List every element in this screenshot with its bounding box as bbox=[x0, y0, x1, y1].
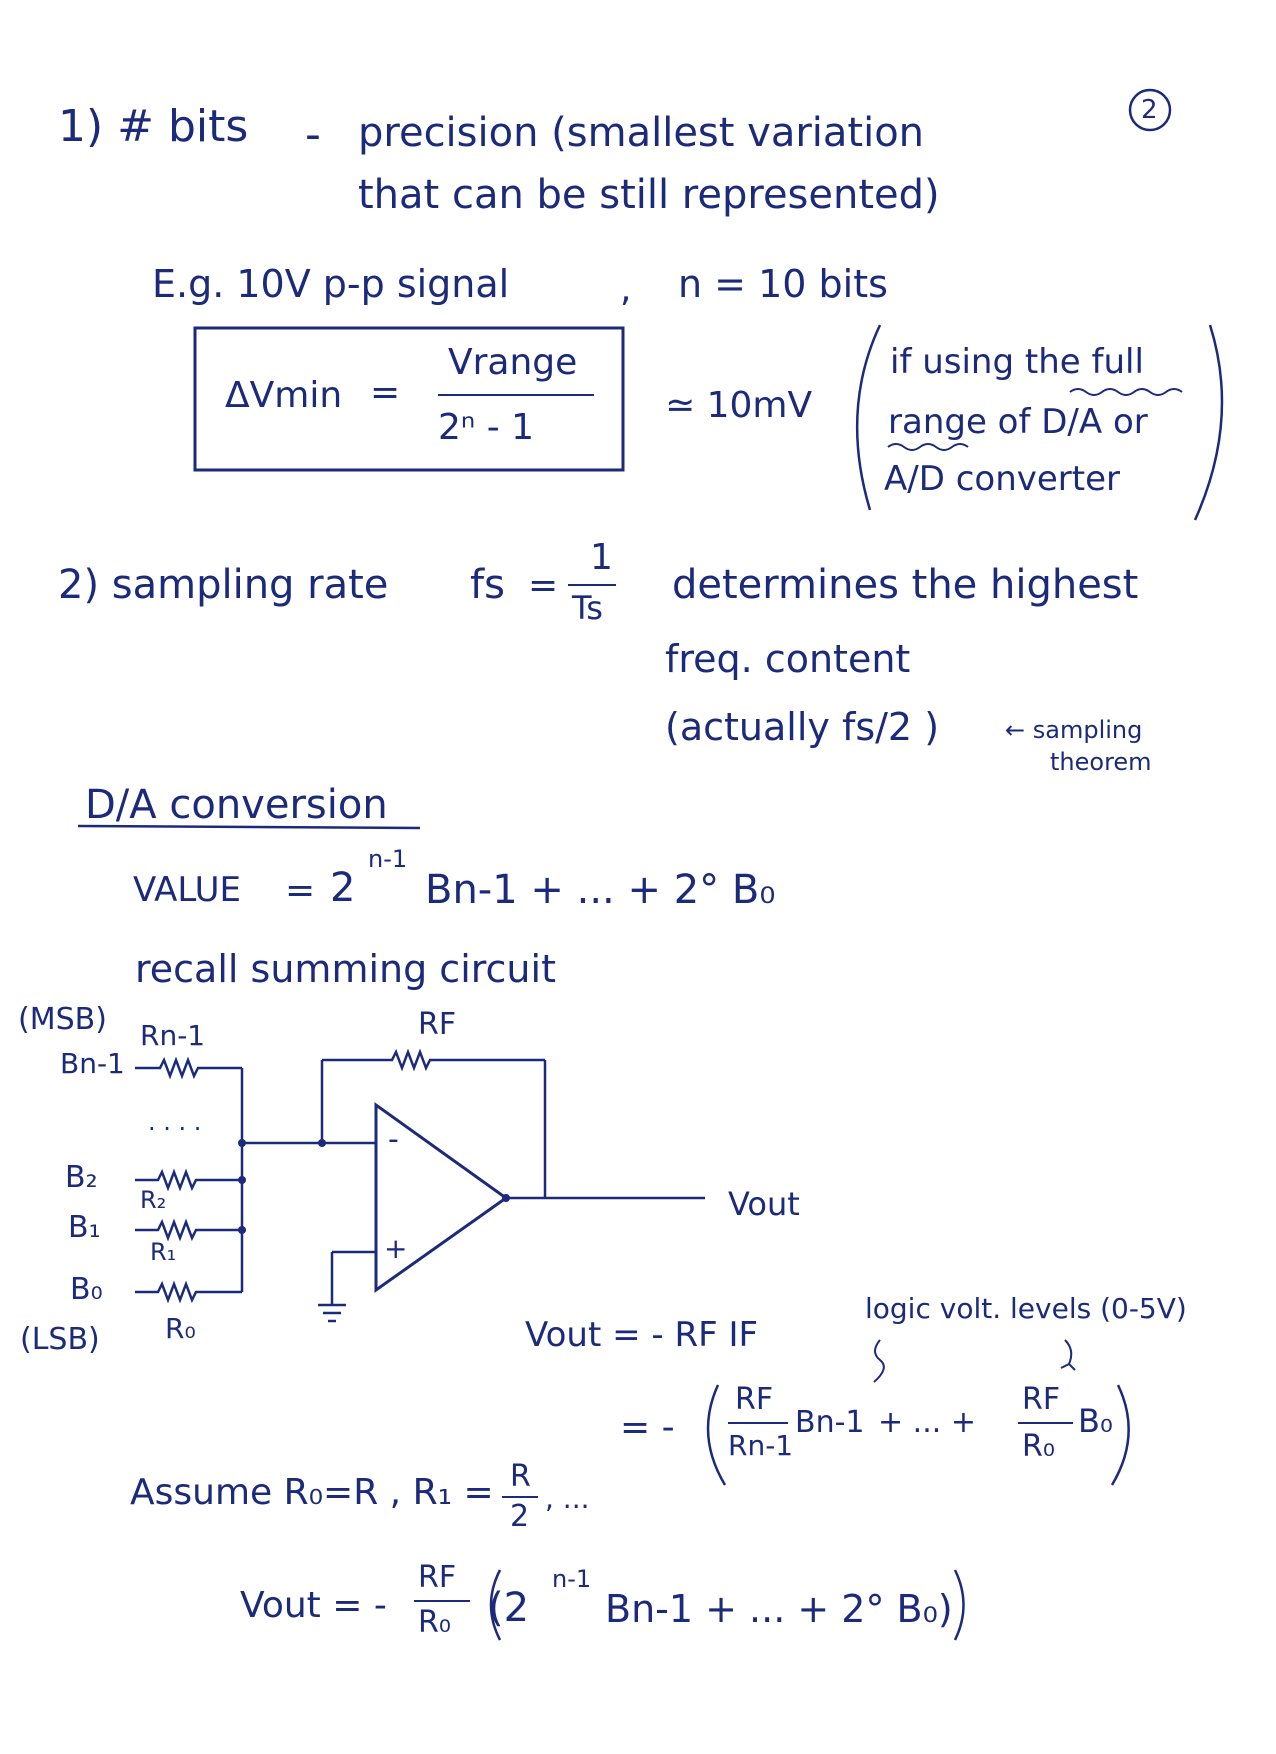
squiggle-arrow-right bbox=[1060, 1339, 1076, 1371]
vout-label: Vout bbox=[728, 1185, 800, 1223]
final-den: R₀ bbox=[418, 1605, 451, 1640]
formula-fraction-line bbox=[438, 394, 594, 396]
assume-tail: , ... bbox=[545, 1482, 590, 1515]
section1-line2: that can be still represented) bbox=[358, 172, 940, 218]
section2-line3: (actually fs/2 ) bbox=[665, 705, 940, 749]
da-heading: D/A conversion bbox=[85, 782, 388, 828]
b0-label: B₀ bbox=[70, 1272, 103, 1307]
term1-den: Rn-1 bbox=[728, 1429, 794, 1462]
example-comma: , bbox=[620, 269, 632, 310]
b1-label: B₁ bbox=[68, 1210, 101, 1245]
final-paren-right bbox=[953, 1569, 965, 1641]
resistor-rn1 bbox=[135, 1056, 242, 1080]
junction-r1 bbox=[238, 1226, 246, 1234]
term1-num: RF bbox=[735, 1382, 774, 1417]
final-paren-left bbox=[489, 1569, 502, 1641]
final-num: RF bbox=[418, 1560, 457, 1595]
section2-line2: freq. content bbox=[665, 637, 911, 681]
term2-den: R₀ bbox=[1022, 1429, 1055, 1464]
section2-fraction-line bbox=[568, 584, 616, 586]
assume-den: 2 bbox=[510, 1499, 530, 1534]
r-top-label: Rn-1 bbox=[140, 1019, 206, 1052]
eq-paren-right bbox=[1110, 1384, 1130, 1486]
r0-label: R₀ bbox=[165, 1312, 196, 1345]
rf-label: RF bbox=[418, 1007, 457, 1042]
vout2-eq: = - bbox=[620, 1407, 675, 1448]
resistor-r1 bbox=[135, 1218, 242, 1242]
resistor-r0 bbox=[135, 1280, 242, 1304]
wavy-underline-range bbox=[887, 443, 969, 451]
section2-note: ← sampling bbox=[1005, 716, 1143, 744]
example-right: n = 10 bits bbox=[678, 262, 888, 306]
vout1-eq: Vout = - RF IF bbox=[525, 1315, 759, 1355]
section2-num: 1 bbox=[590, 537, 613, 578]
msb-label: (MSB) bbox=[18, 1002, 107, 1037]
section2-line1: determines the highest bbox=[672, 562, 1139, 608]
page-number: 2 bbox=[1141, 95, 1158, 125]
section1-line1: precision (smallest variation bbox=[358, 110, 925, 156]
note-line3: A/D converter bbox=[884, 459, 1120, 499]
r2-label: R₂ bbox=[140, 1186, 167, 1214]
assume-fraction-line bbox=[502, 1496, 538, 1498]
formula-equals: = bbox=[370, 372, 401, 413]
formula-numerator: Vrange bbox=[448, 342, 578, 383]
note-line1: if using the full bbox=[890, 342, 1144, 382]
formula-denominator: 2ⁿ - 1 bbox=[438, 407, 535, 448]
opamp-plus: + bbox=[384, 1232, 408, 1265]
final-lhs: Vout = - bbox=[240, 1585, 387, 1626]
opamp-triangle bbox=[374, 1102, 509, 1293]
formula-box bbox=[193, 326, 625, 472]
final-fraction-line bbox=[414, 1600, 470, 1602]
assume-text: Assume R₀=R , R₁ = bbox=[130, 1472, 494, 1513]
term1-fraction-line bbox=[728, 1422, 788, 1424]
squiggle-arrow-left bbox=[873, 1339, 885, 1383]
section2-fs: fs bbox=[470, 562, 505, 608]
section1-label: 1) # bits bbox=[58, 101, 249, 152]
heading-underline bbox=[77, 824, 421, 830]
term-mid: + ... + bbox=[878, 1405, 976, 1440]
formula-lhs: ΔVmin bbox=[225, 375, 343, 416]
eq-paren-left bbox=[706, 1384, 727, 1486]
term2-num: RF bbox=[1022, 1382, 1061, 1417]
dots-label: . . . . bbox=[148, 1108, 202, 1136]
final-rest: Bn-1 + ... + 2° B₀) bbox=[605, 1587, 953, 1631]
r1-label: R₁ bbox=[150, 1238, 177, 1266]
wavy-underline-full bbox=[1069, 388, 1183, 396]
value-expr: 2 bbox=[330, 865, 356, 911]
page-number-circle bbox=[1128, 88, 1172, 132]
value-rest: Bn-1 + ... + 2° B₀ bbox=[425, 867, 776, 913]
value-label: VALUE bbox=[133, 870, 241, 910]
final-exp: n-1 bbox=[552, 1565, 592, 1593]
final-expr: (2 bbox=[488, 1585, 530, 1631]
example-left: E.g. 10V p-p signal bbox=[152, 262, 510, 306]
section2-note2: theorem bbox=[1050, 748, 1152, 776]
section2-den: Ts bbox=[572, 589, 603, 627]
section2-eq: = bbox=[528, 565, 559, 606]
term2-b: B₀ bbox=[1078, 1402, 1113, 1440]
opamp-minus: - bbox=[388, 1122, 399, 1157]
note-paren-left bbox=[855, 324, 882, 511]
approx-value: ≃ 10mV bbox=[665, 385, 813, 426]
recall-text: recall summing circuit bbox=[135, 947, 556, 991]
resistor-r2 bbox=[135, 1168, 242, 1192]
term1-b: Bn-1 bbox=[795, 1405, 865, 1440]
note-paren-right bbox=[1193, 324, 1224, 521]
value-exp: n-1 bbox=[368, 845, 408, 873]
b-top-label: Bn-1 bbox=[60, 1047, 125, 1080]
b2-label: B₂ bbox=[65, 1160, 98, 1195]
assume-num: R bbox=[510, 1459, 531, 1494]
section1-dash: - bbox=[305, 109, 321, 160]
logic-note: logic volt. levels (0-5V) bbox=[865, 1292, 1187, 1325]
value-eq: = bbox=[285, 870, 316, 911]
junction-r2 bbox=[238, 1176, 246, 1184]
resistor-rf bbox=[322, 1048, 545, 1072]
note-line2: range of D/A or bbox=[888, 402, 1148, 442]
section2-label: 2) sampling rate bbox=[58, 562, 389, 608]
lsb-label: (LSB) bbox=[20, 1322, 100, 1357]
term2-fraction-line bbox=[1018, 1422, 1073, 1424]
junction-output bbox=[502, 1194, 510, 1202]
